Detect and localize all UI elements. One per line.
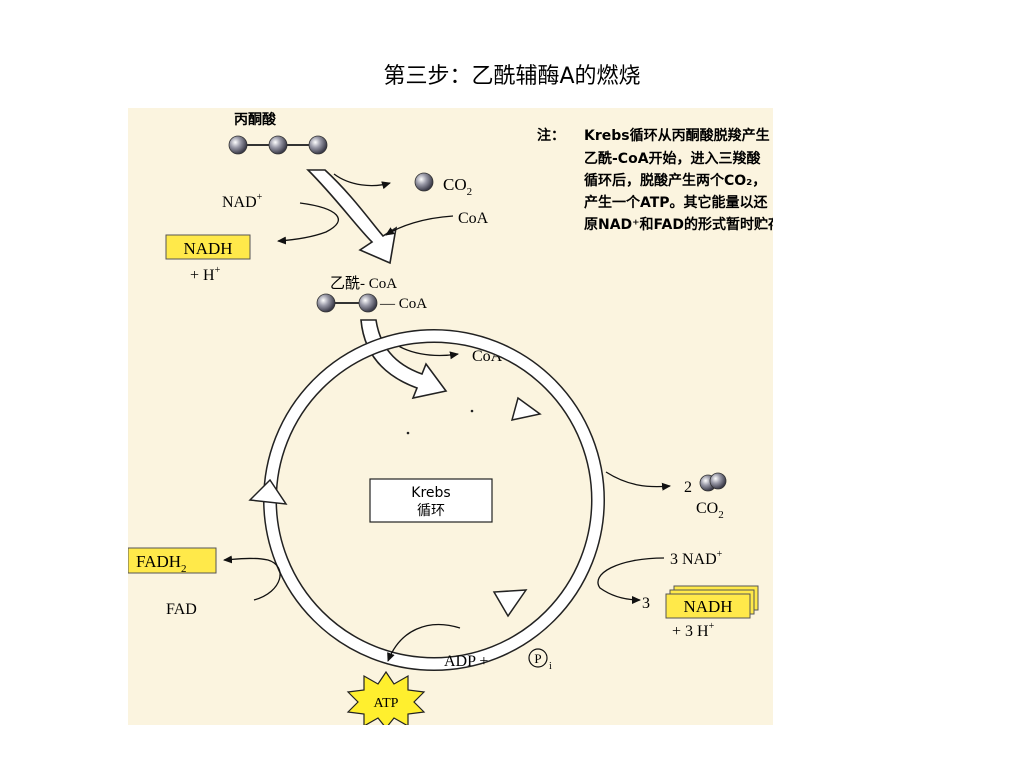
co2-molecule bbox=[414, 172, 434, 192]
acetyl-coa-tail: — CoA bbox=[379, 296, 427, 312]
nadh-right-stack bbox=[665, 585, 759, 619]
ring-arrowhead-bottom bbox=[492, 589, 528, 618]
coa-in-arrow bbox=[385, 215, 454, 236]
pyruvate-carbon-2 bbox=[268, 135, 288, 155]
co2-release-arrow bbox=[333, 173, 391, 190]
nadh-right-box bbox=[665, 593, 751, 619]
nad-reduction-arrow bbox=[277, 202, 339, 245]
nadh-box-label: NADH bbox=[183, 239, 232, 258]
h-plus-label: + H+ bbox=[190, 265, 221, 284]
fad-label: FAD bbox=[166, 601, 197, 618]
pyruvate-label: 丙酮酸 bbox=[234, 111, 277, 128]
svg-text:P: P bbox=[534, 651, 541, 666]
note-line-4: 产生一个ATP。其它能量以还 bbox=[584, 194, 769, 211]
pyruvate-carbon-1 bbox=[228, 135, 248, 155]
acetyl-carbon-2 bbox=[358, 293, 378, 313]
krebs-cycle-diagram: 丙酮酸 CO2 NAD+ CoA NADH + H+ 乙酰- CoA — CoA… bbox=[128, 111, 773, 725]
co2-right-coef: 2 bbox=[684, 479, 692, 496]
atp-label: ATP bbox=[374, 696, 399, 711]
ring-arrowhead-left bbox=[248, 478, 288, 505]
speck-1 bbox=[470, 409, 474, 413]
pyruvate-molecule bbox=[228, 135, 328, 155]
atp-formation-arrow bbox=[387, 623, 461, 662]
coa-in-label: CoA bbox=[458, 210, 489, 227]
nadh-right-coef: 3 bbox=[642, 595, 650, 612]
fad-reduction-arrow bbox=[223, 555, 281, 601]
atp-star bbox=[346, 670, 426, 725]
nad-right-arrow bbox=[597, 557, 665, 604]
main-arrow-upper bbox=[306, 169, 398, 265]
note-line-5: 原NAD⁺和FAD的形式暂时贮存。 bbox=[584, 216, 773, 233]
co2-right-molecule-2 bbox=[709, 472, 727, 490]
h-right-label: + 3 H+ bbox=[672, 621, 715, 640]
nadh-right-box-label: NADH bbox=[683, 597, 732, 616]
pyruvate-carbon-3 bbox=[308, 135, 328, 155]
co2-right-label: CO2 bbox=[696, 500, 724, 521]
speck-2 bbox=[406, 431, 410, 435]
adp-label: ADP + bbox=[444, 653, 488, 670]
note-line-1: Krebs循环从丙酮酸脱羧产生 bbox=[584, 127, 770, 144]
ring-arrowhead-top bbox=[510, 396, 542, 421]
fadh2-box bbox=[128, 547, 217, 574]
fadh2-box-label: FADH2 bbox=[136, 552, 187, 575]
pi-symbol: P i bbox=[528, 648, 552, 672]
krebs-diagram-panel: 丙酮酸 CO2 NAD+ CoA NADH + H+ 乙酰- CoA — CoA… bbox=[128, 108, 773, 725]
nadh-box bbox=[165, 234, 251, 260]
slide-title: 第三步：乙酰辅酶A的燃烧 bbox=[383, 64, 641, 89]
co2-right-arrow bbox=[605, 471, 671, 491]
nad-plus-label: NAD+ bbox=[222, 192, 263, 211]
nad-right-label: 3 NAD+ bbox=[670, 549, 723, 568]
note-line-2: 乙酰-CoA开始，进入三羧酸 bbox=[584, 150, 762, 167]
note-prefix: 注： bbox=[537, 127, 565, 144]
acetyl-coa-molecule bbox=[316, 293, 378, 313]
acetyl-coa-label: 乙酰- CoA bbox=[330, 275, 397, 292]
krebs-label-box bbox=[369, 478, 493, 523]
co2-label: CO2 bbox=[443, 175, 472, 198]
note-line-3: 循环后，脱酸产生两个CO₂， bbox=[584, 172, 766, 189]
krebs-label-line2: 循环 bbox=[417, 503, 445, 519]
svg-text:i: i bbox=[549, 661, 552, 672]
krebs-label-line1: Krebs bbox=[411, 485, 450, 501]
acetyl-carbon-1 bbox=[316, 293, 336, 313]
